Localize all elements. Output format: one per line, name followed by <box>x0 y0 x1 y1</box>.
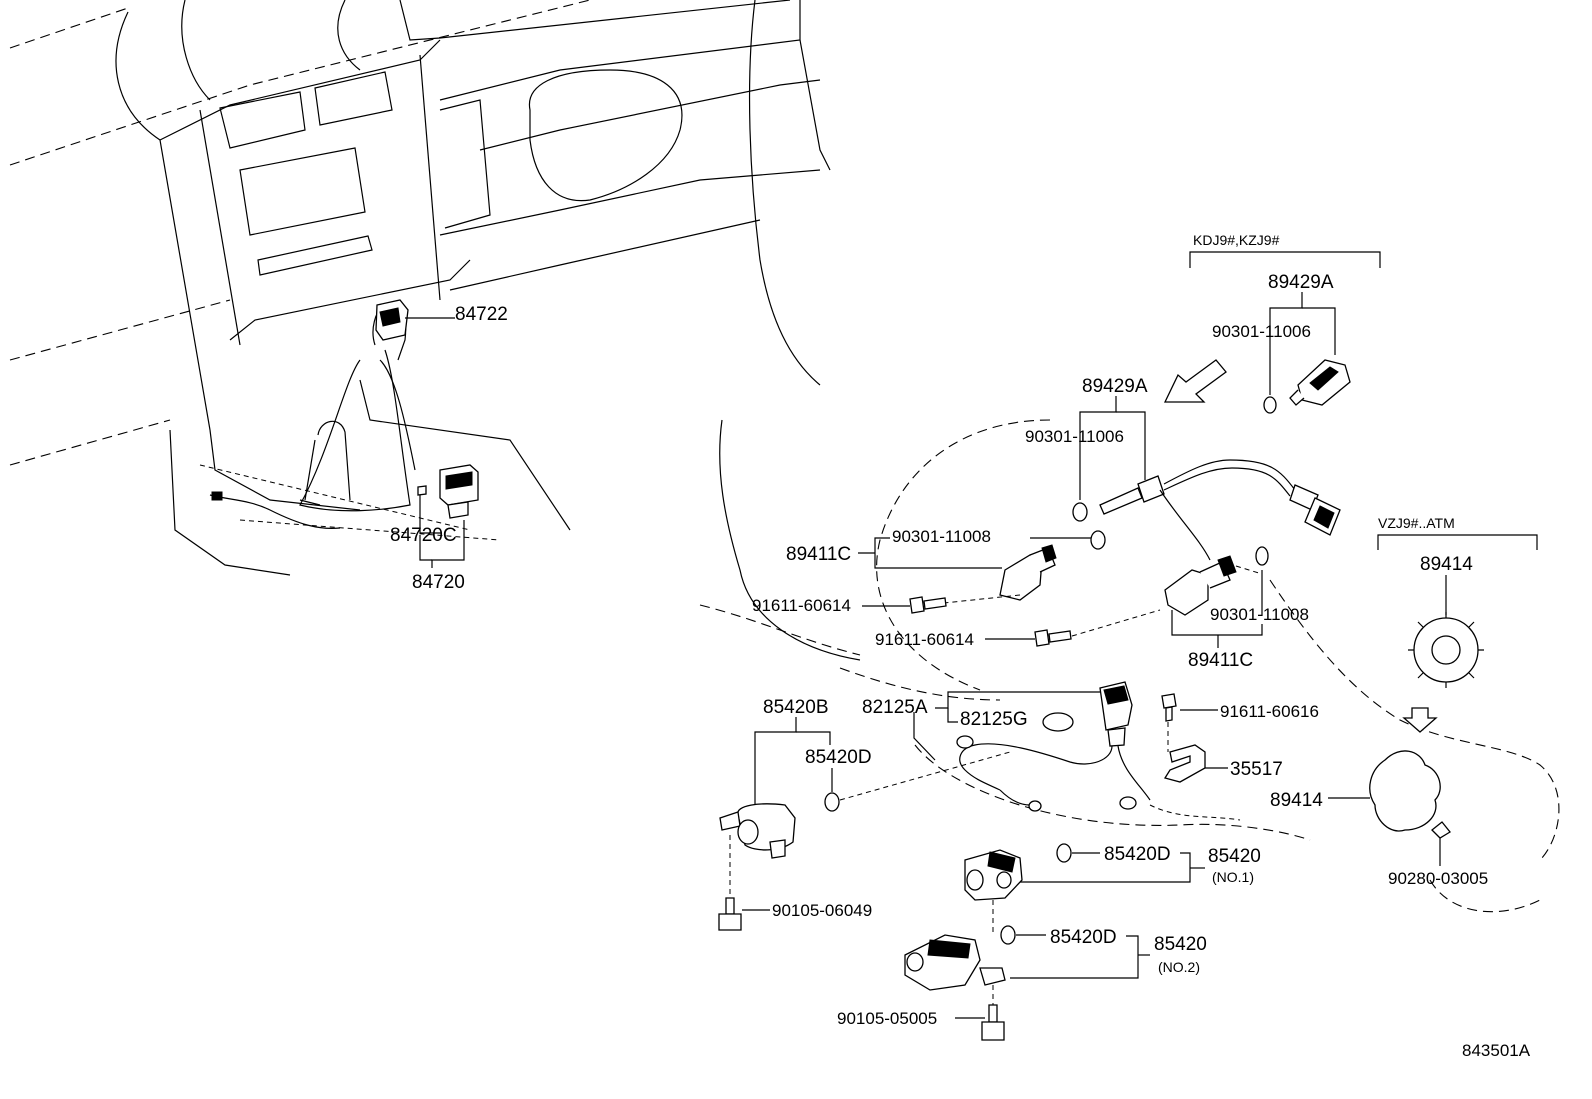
sensor-89411C-a <box>924 544 1057 606</box>
label-90105-06049: 90105-06049 <box>772 901 872 920</box>
label-84720C: 84720C <box>390 525 457 546</box>
dashboard-illustration <box>9 0 831 576</box>
speed-sensor-harness <box>1099 459 1341 561</box>
transmission-outline <box>699 419 1560 913</box>
wire-harness-82125A <box>956 681 1241 821</box>
bracket-35517 <box>1163 744 1206 783</box>
label-90105-05005: 90105-05005 <box>837 1009 937 1028</box>
clip-90280-03005 <box>1431 821 1451 839</box>
label-82125G: 82125G <box>960 709 1028 730</box>
o-ring-85420D-b <box>1056 843 1072 863</box>
label-group-kdj: KDJ9#,KZJ9# <box>1193 232 1280 248</box>
label-89411C-a: 89411C <box>786 544 851 565</box>
label-85420D-c: 85420D <box>1050 927 1117 948</box>
sensor-89411C-b <box>1164 555 1263 616</box>
direction-arrow <box>1163 359 1227 403</box>
solenoid-85420-no2 <box>904 934 1006 991</box>
bolt-90105-05005 <box>981 1004 1005 1041</box>
label-89411C-b: 89411C <box>1188 650 1253 671</box>
label-85420D-b: 85420D <box>1104 844 1171 865</box>
o-ring-85420D-c <box>1000 925 1016 945</box>
bolt-91611-60614-b <box>1034 609 1161 647</box>
label-no1: (NO.1) <box>1212 869 1254 885</box>
o-ring-b <box>1255 546 1269 566</box>
label-89414: 89414 <box>1270 790 1323 811</box>
label-89414-top: 89414 <box>1420 554 1473 575</box>
label-89429A-top: 89429A <box>1268 272 1334 293</box>
label-90301-11006: 90301-11006 <box>1025 427 1124 446</box>
bolt-90105-06049 <box>718 897 742 931</box>
o-ring-center <box>1072 502 1088 522</box>
label-90301-11008-b: 90301-11008 <box>1210 605 1309 624</box>
label-90301-11006-top: 90301-11006 <box>1212 322 1311 341</box>
grommet-82125G <box>1042 712 1074 732</box>
label-91611-60614-a: 91611-60614 <box>752 596 851 615</box>
solenoid-85420-no1 <box>964 849 1023 901</box>
o-ring-85420D-a <box>824 792 840 812</box>
label-91611-60616: 91611-60616 <box>1220 702 1319 721</box>
bolt-91611-60616 <box>1161 693 1177 722</box>
rotor-89414 <box>1369 750 1441 832</box>
label-85420-no1: 85420 <box>1208 846 1261 867</box>
label-no2: (NO.2) <box>1158 959 1200 975</box>
label-82125A: 82125A <box>862 697 928 718</box>
diagram-reference-number: 843501A <box>1462 1041 1531 1060</box>
label-84720: 84720 <box>412 572 465 593</box>
o-ring-a <box>1090 530 1106 550</box>
label-91611-60614-b: 91611-60614 <box>875 630 974 649</box>
rotor-89414-top <box>1408 612 1484 688</box>
label-85420-no2: 85420 <box>1154 934 1207 955</box>
arrow-small <box>1402 707 1438 733</box>
sensor-89429A-top <box>1289 359 1351 406</box>
label-90280-03005: 90280-03005 <box>1388 869 1488 888</box>
bolt-91611-60614-a <box>909 596 947 614</box>
label-group-vzj: VZJ9#..ATM <box>1378 515 1455 531</box>
label-85420D-a: 85420D <box>805 747 872 768</box>
label-90301-11008-a: 90301-11008 <box>892 527 991 546</box>
label-85420B: 85420B <box>763 697 829 718</box>
label-35517: 35517 <box>1230 759 1283 780</box>
label-89429A: 89429A <box>1082 376 1148 397</box>
solenoid-85420B <box>719 803 796 859</box>
o-ring-top <box>1263 396 1277 414</box>
label-84722: 84722 <box>455 304 508 325</box>
